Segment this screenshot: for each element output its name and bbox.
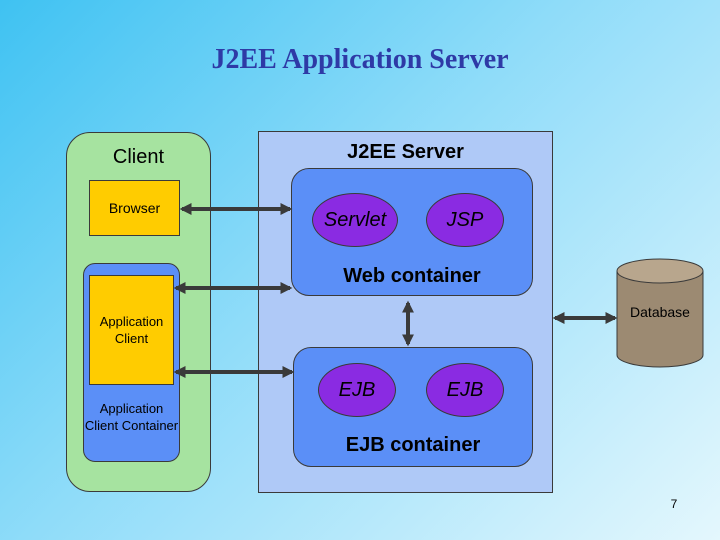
database-label: Database: [630, 304, 690, 320]
page-number: 7: [670, 497, 678, 511]
ejb-component-2: EJB: [426, 363, 504, 417]
jsp-component: JSP: [426, 193, 504, 247]
ejb-component-1: EJB: [318, 363, 396, 417]
web-container-label: Web container: [343, 265, 481, 287]
servlet-component: Servlet: [312, 193, 398, 247]
application-client-box: Application Client: [89, 275, 174, 385]
j2ee-server-label: J2EE Server: [347, 141, 464, 163]
database-cylinder: [616, 258, 704, 368]
ejb-container-label: EJB container: [345, 434, 481, 456]
application-client-container-label: Application Client Container: [84, 401, 179, 433]
slide-title: J2EE Application Server: [211, 44, 509, 75]
browser-box: Browser: [89, 180, 180, 236]
client-label: Client: [112, 146, 165, 168]
